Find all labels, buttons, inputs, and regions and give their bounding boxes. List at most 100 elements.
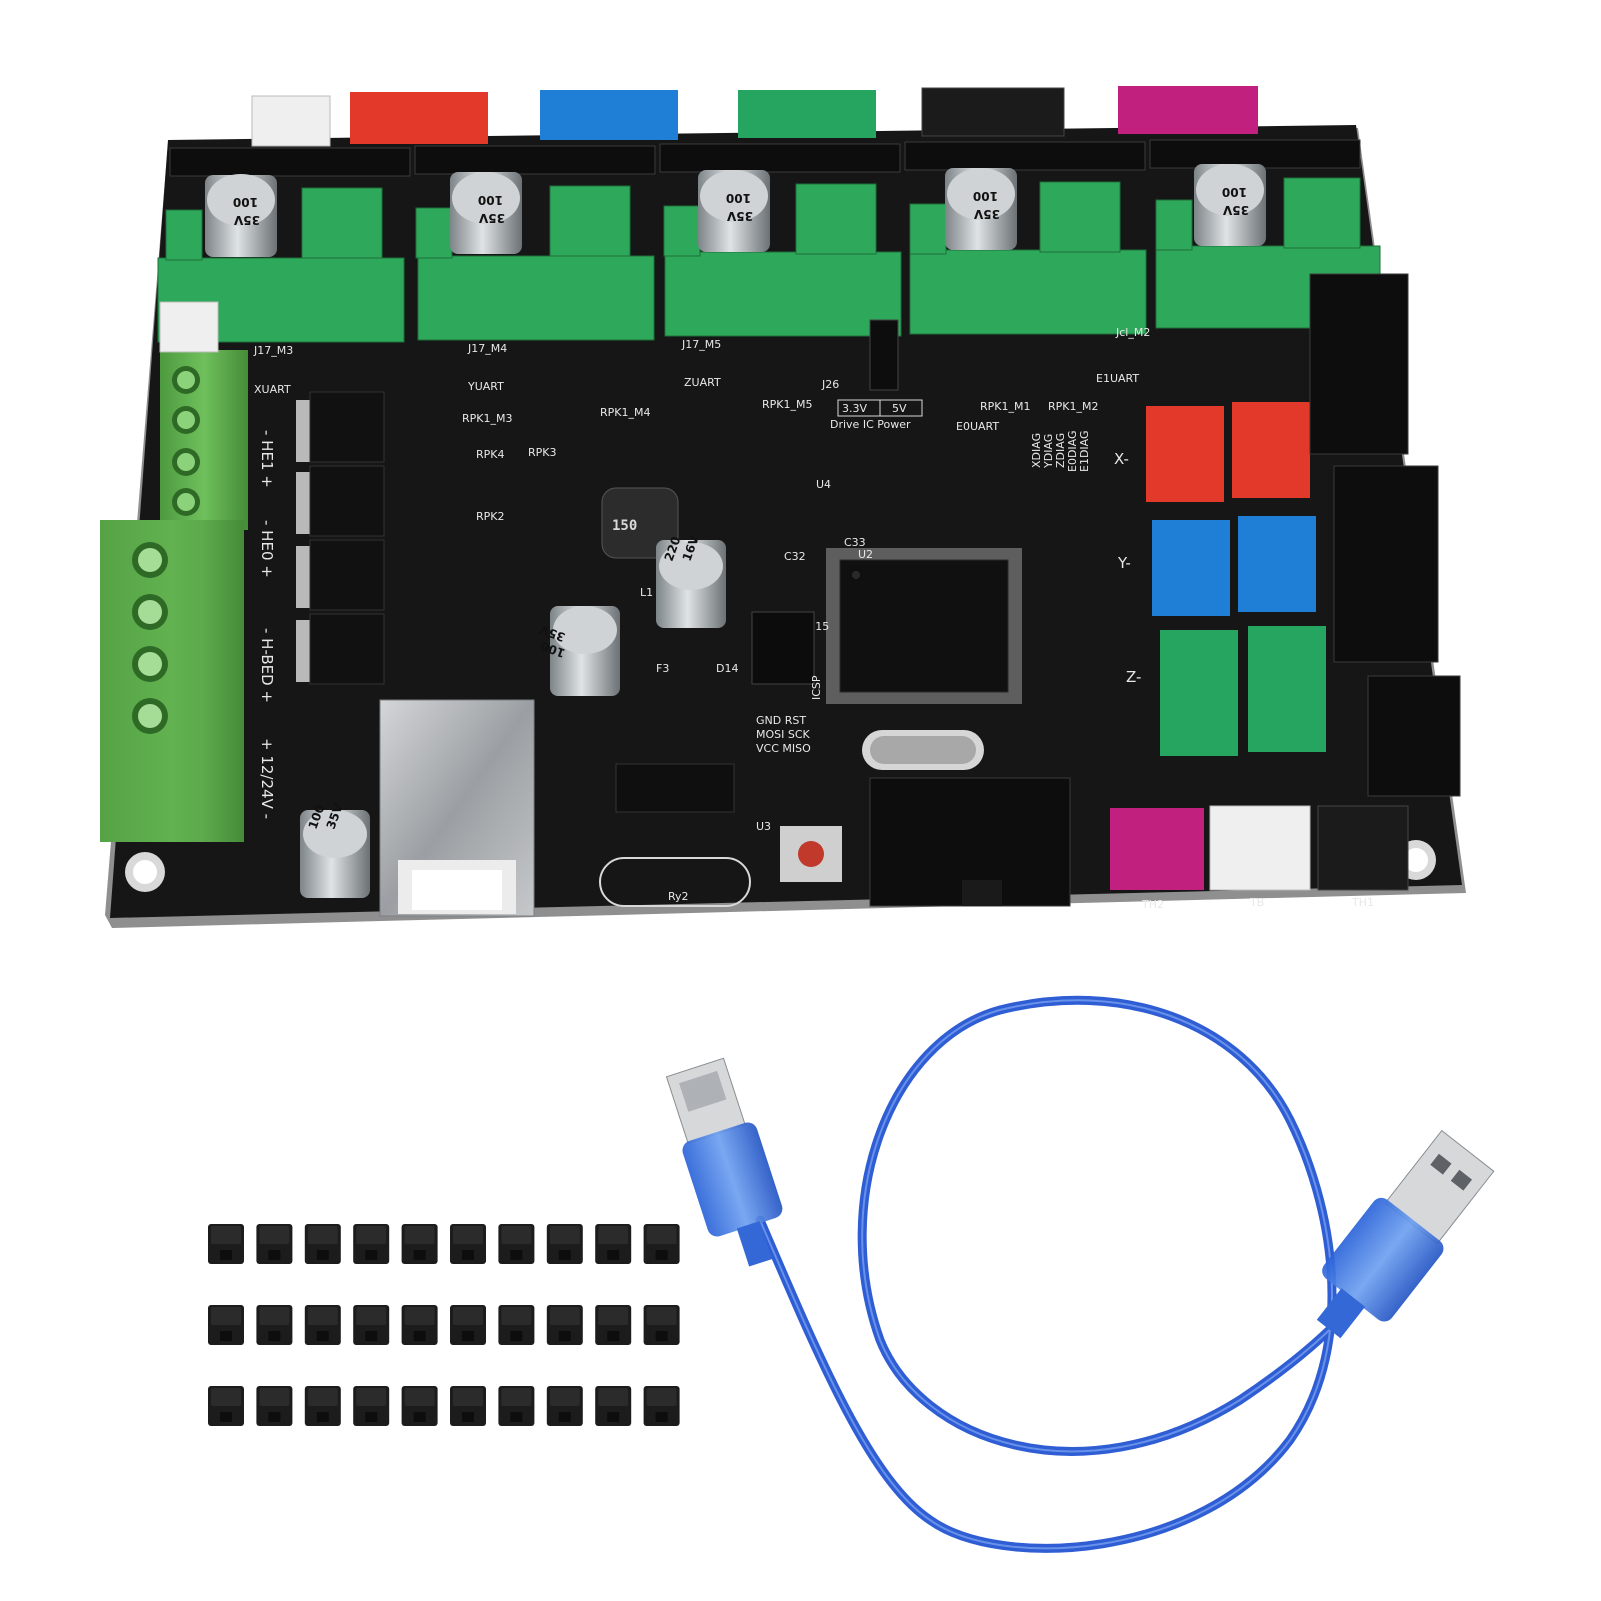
jumper-cap (498, 1224, 535, 1264)
diag-label-y: YDIAG (1042, 434, 1055, 469)
jumper-cap (256, 1386, 293, 1426)
jumper-cap (304, 1386, 341, 1426)
connector-red-top (350, 92, 488, 144)
misc-label-14: F3 (656, 662, 669, 675)
jumper-cap (304, 1305, 341, 1345)
misc-label-16: C33 (844, 536, 866, 549)
ry2-label: Ry2 (668, 890, 689, 903)
jumper-cap (498, 1386, 535, 1426)
cap-2-value: 100 (478, 193, 503, 207)
top-connectors (251, 86, 1258, 147)
right-box-headers (1309, 273, 1461, 797)
diag-label-x: XDIAG (1030, 433, 1043, 468)
misc-label-11: U2 (858, 548, 873, 561)
connector-black-top (921, 87, 1065, 137)
exp-header-slot (962, 880, 1002, 906)
drive-ic-power: 3.3V 5V Drive IC Power (830, 319, 923, 431)
connector-magenta-top (1118, 86, 1258, 134)
diag-labels: XDIAG YDIAG ZDIAG E0DIAG E1DIAG (1030, 430, 1091, 472)
jumper-cap (643, 1224, 680, 1264)
jumper-cap (304, 1224, 341, 1264)
top-capacitors: 35V 100 35V 100 35V 100 35V 100 (205, 164, 1266, 257)
uart-labels: XUART YUART ZUART E0UART E1UART (254, 372, 1139, 433)
ry2-outline: Ry2 (599, 857, 751, 907)
usb-a-plug (1316, 1129, 1495, 1339)
jumper-cap (401, 1224, 438, 1264)
th1-label: TH1 (1351, 896, 1374, 909)
u3-chip (615, 763, 735, 813)
th2-label: TH2 (1141, 898, 1164, 911)
cap-1-value: 100 (233, 195, 258, 209)
jumper-cap (208, 1386, 244, 1426)
capacitor-mid-100: 35V 100 (537, 606, 620, 696)
uart-label-e1: E1UART (1096, 372, 1139, 385)
cap-5-voltage: 35V (1222, 203, 1249, 217)
crystal (862, 730, 984, 770)
label-he0: - HE0 + (258, 520, 276, 578)
power-terminal-bottom (100, 520, 244, 842)
uart-label-x: XUART (254, 383, 291, 396)
axis-labels: X- Y- Z- (1114, 450, 1141, 686)
label-vin: + 12/24V - (258, 738, 276, 819)
jumper-cap (256, 1305, 293, 1345)
jumper-cap (208, 1305, 244, 1345)
diag-label-z: ZDIAG (1054, 433, 1067, 468)
jumper-cap (401, 1305, 438, 1345)
mcu-chip (826, 548, 1022, 704)
misc-label-6: RPK3 (528, 446, 557, 459)
misc-label-2: RPK1_M5 (762, 398, 812, 411)
icsp-row-2: MOSI SCK (756, 728, 811, 741)
jumper-cap (450, 1305, 486, 1345)
label-hbed: - H-BED + (258, 628, 276, 703)
jumper-cap (595, 1305, 632, 1345)
uart-label-y: YUART (467, 380, 504, 393)
jumper-cap (256, 1224, 293, 1264)
misc-label-13: L1 (640, 586, 653, 599)
icsp-header: ICSP GND RST MOSI SCK VCC MISO (751, 611, 823, 755)
jumper-cap (353, 1224, 390, 1264)
mosfets (296, 391, 385, 685)
misc-label-8: J26 (821, 378, 839, 391)
jumper-label-3: J17_M5 (681, 338, 721, 351)
power-terminal-top (160, 350, 248, 530)
cap-3-voltage: 35V (726, 209, 753, 223)
misc-label-1: RPK1_M4 (600, 406, 650, 419)
misc-label-12: U3 (756, 820, 771, 833)
driver-headers (169, 139, 1361, 177)
capacitor-low-100: 100 35V (300, 801, 370, 898)
inductor: 150 (601, 487, 679, 559)
reset-button (780, 826, 842, 882)
usb-b-port (379, 699, 535, 917)
drive-ic-v2: 5V (892, 402, 907, 415)
drive-ic-v1: 3.3V (842, 402, 867, 415)
jumper-cap (643, 1305, 680, 1345)
jumper-cap (208, 1224, 244, 1264)
axis-label-x: X- (1114, 450, 1129, 468)
jumper-cap (401, 1386, 438, 1426)
jumper-cap (450, 1386, 486, 1426)
connector-green-top (738, 90, 876, 138)
jumper-cap (595, 1386, 632, 1426)
jumper-cap (546, 1386, 583, 1426)
jumper-label-4: Jcl_M2 (1115, 326, 1150, 339)
misc-label-15: D14 (716, 662, 738, 675)
connector-white-top (251, 95, 331, 147)
cap-2-voltage: 35V (478, 211, 505, 225)
misc-label-10: U4 (816, 478, 831, 491)
jumper-label-1: J17_M3 (253, 344, 293, 357)
usb-b-plug (665, 1057, 783, 1267)
usb-cable (665, 995, 1495, 1553)
cable-loop (755, 995, 1355, 1553)
thermistor-labels: TH2 TB TH1 (1141, 896, 1374, 911)
controller-board: 35V 100 35V 100 35V 100 35V 100 (100, 86, 1466, 928)
label-he1: - HE1 + (258, 430, 276, 488)
icsp-label: ICSP (810, 675, 823, 700)
endstop-connectors (1146, 402, 1326, 756)
axis-label-y: Y- (1117, 554, 1131, 572)
misc-label-4: RPK1_M2 (1048, 400, 1098, 413)
jumper-cap (353, 1305, 390, 1345)
thermistor-connectors (1110, 805, 1409, 891)
capacitor-3: 35V 100 (698, 170, 770, 252)
inductor-label: 150 (612, 518, 637, 534)
